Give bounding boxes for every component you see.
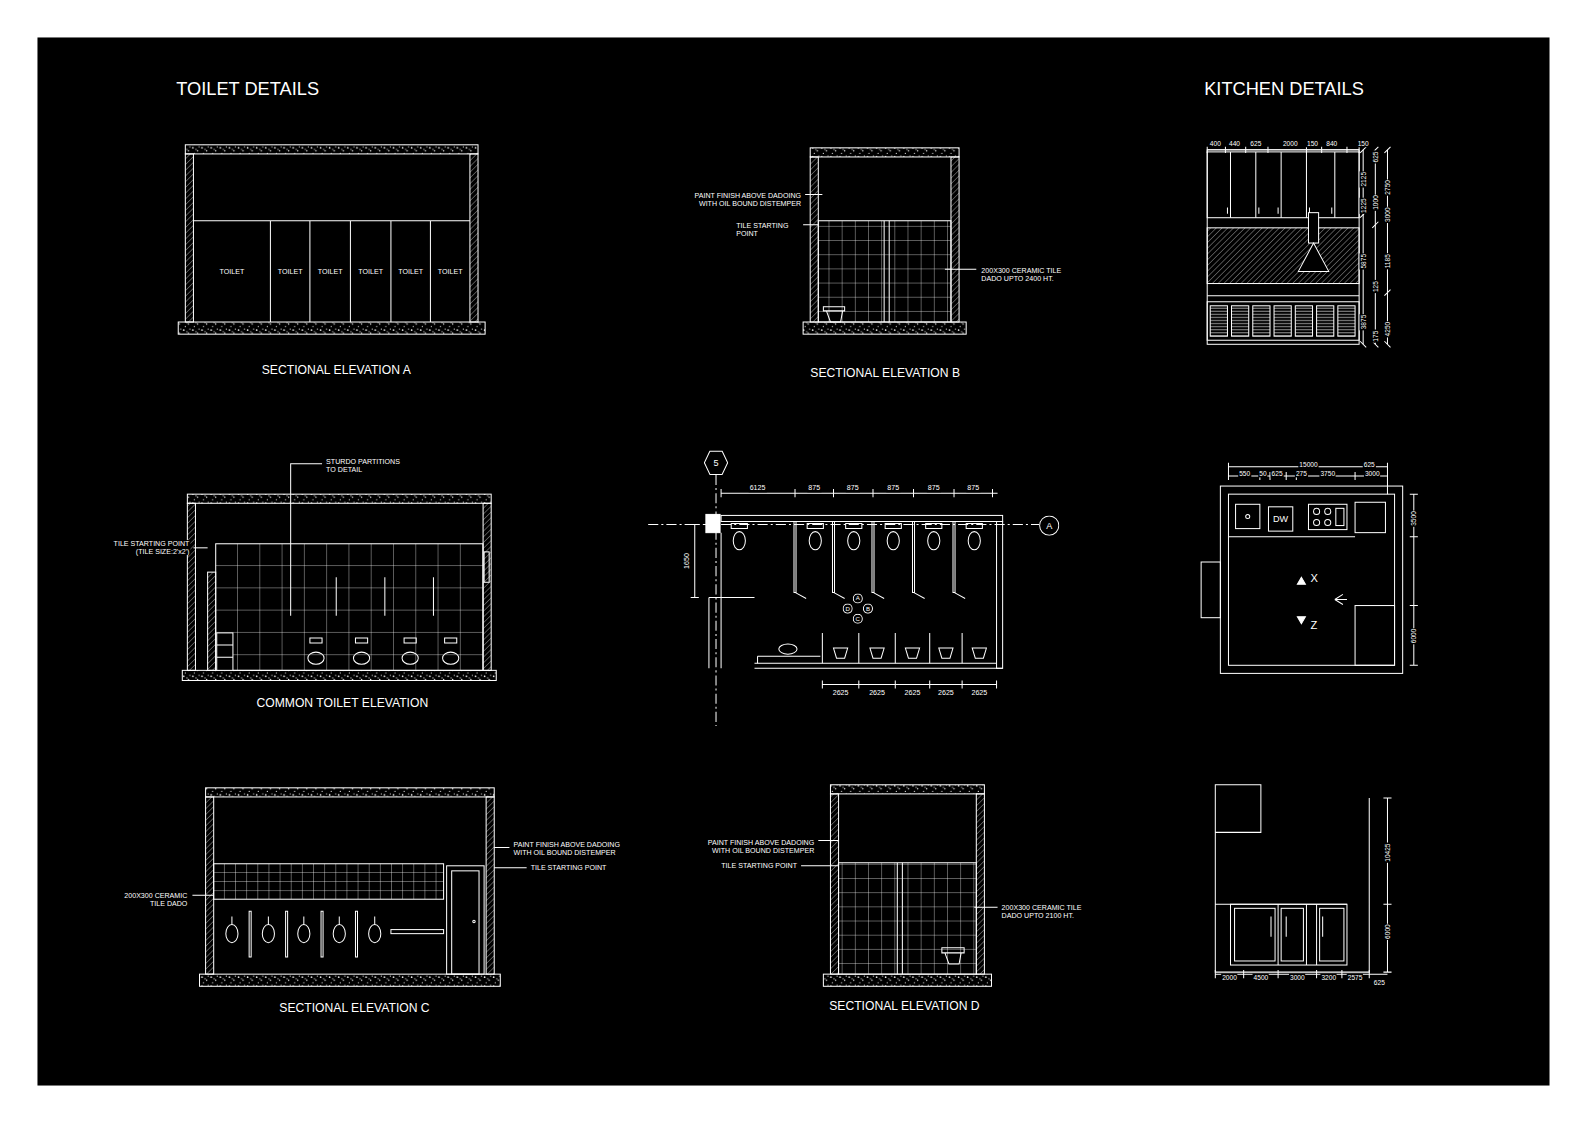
- toilet-cubicle: TOILET: [391, 221, 430, 322]
- dimension-text: 400: [1209, 140, 1222, 147]
- view-title: SECTIONAL ELEVATION D: [828, 1000, 980, 1013]
- dimension-text: 2000: [1221, 974, 1238, 981]
- dimension-text: 3000: [1384, 206, 1391, 223]
- node-text: 5: [713, 458, 718, 467]
- view-key-marker: A: [853, 593, 863, 603]
- toilet-cubicle: TOILET: [270, 221, 309, 322]
- dimension-text: 50: [1258, 470, 1267, 477]
- direction-marker: X: [1309, 572, 1318, 584]
- view-title: SECTIONAL ELEVATION C: [278, 1002, 430, 1015]
- view-title: SECTIONAL ELEVATION A: [261, 364, 412, 377]
- dimension-text: 2625: [937, 689, 955, 697]
- dimension-text: 3000: [1289, 974, 1306, 981]
- dimension-text: 840: [1325, 140, 1338, 147]
- view-key-marker: C: [853, 614, 863, 624]
- direction-marker: Z: [1309, 619, 1318, 631]
- dimension-text: 550: [1238, 470, 1251, 477]
- dimension-text: 2750: [1384, 179, 1391, 196]
- dimension-text: 2625: [832, 689, 850, 697]
- note-text: TILE STARTING POINT: [735, 222, 802, 238]
- dimension-text: 3750: [1319, 470, 1336, 477]
- note-text: TILE STARTING POINT (TILE SIZE:2'x2'): [103, 540, 190, 556]
- toilet-cubicle: TOILET: [310, 221, 351, 322]
- node-text: A: [1046, 521, 1052, 530]
- dimension-text: 2625: [868, 689, 886, 697]
- dimension-text: 5875: [1360, 253, 1367, 270]
- dimension-text: 275: [1295, 470, 1308, 477]
- node-text: TOILET: [358, 268, 383, 275]
- toilet-cubicle: TOILET: [350, 221, 391, 322]
- note-text: PAINT FINISH ABOVE DADOING WITH OIL BOUN…: [684, 192, 802, 208]
- dimension-text: 1185: [1384, 253, 1391, 269]
- dimension-text: 440: [1228, 140, 1241, 147]
- note-text: PAINT FINISH ABOVE DADOING WITH OIL BOUN…: [512, 841, 630, 857]
- dimension-text: 875: [966, 484, 980, 492]
- dimension-text: 4250: [1384, 321, 1391, 338]
- node-text: DW: [1273, 514, 1288, 523]
- dimension-text: 2000: [1282, 140, 1299, 147]
- dimension-text: 3500: [1410, 510, 1417, 527]
- sheet-heading: KITCHEN DETAILS: [1203, 80, 1365, 100]
- note-text: PAINT FINISH ABOVE DADOING WITH OIL BOUN…: [697, 839, 815, 855]
- dimension-text: 6000: [1384, 923, 1391, 940]
- note-text: TILE STARTING POINT: [720, 862, 798, 870]
- dimension-text: 150: [1357, 140, 1370, 147]
- view-key-marker: D: [843, 604, 853, 614]
- dishwasher-box: DW: [1268, 506, 1293, 531]
- dimension-text: 2575: [1347, 974, 1364, 981]
- toilet-cubicle: TOILET: [430, 221, 469, 322]
- dimension-text: 1000: [1372, 194, 1379, 211]
- note-text: 200X300 CERAMIC TILE DADO: [117, 891, 188, 907]
- node-text: TOILET: [438, 268, 463, 275]
- dimension-text: 2125: [1360, 171, 1367, 188]
- sheet-heading: TOILET DETAILS: [175, 80, 320, 100]
- node-text: TOILET: [318, 268, 343, 275]
- node-text: C: [856, 616, 860, 622]
- dimension-text: 3200: [1320, 974, 1337, 981]
- node-text: TOILET: [398, 268, 423, 275]
- dimension-text: 6000: [1410, 628, 1417, 645]
- view-title: SECTIONAL ELEVATION B: [809, 367, 961, 380]
- node-text: D: [845, 606, 849, 612]
- node-text: A: [856, 595, 860, 601]
- note-text: 200X300 CERAMIC TILE DADO UPTO 2100 HT.: [1001, 904, 1092, 920]
- view-key-marker: B: [863, 604, 873, 614]
- dimension-text: 4500: [1253, 974, 1270, 981]
- dimension-text: 625: [1373, 979, 1386, 986]
- dimension-text: 2625: [904, 689, 922, 697]
- dimension-text: 625: [1249, 140, 1262, 147]
- dimension-text: 10425: [1384, 842, 1391, 862]
- dimension-text: 1650: [683, 552, 691, 570]
- note-text: 200X300 CERAMIC TILE DADO UPTO 2400 HT.: [980, 267, 1071, 283]
- dimension-text: 625: [1271, 470, 1284, 477]
- dimension-text: 875: [886, 484, 900, 492]
- grid-bubble: 5: [704, 451, 728, 475]
- dimension-text: 150: [1306, 140, 1319, 147]
- node-text: B: [866, 606, 870, 612]
- node-text: TOILET: [278, 268, 303, 275]
- toilet-cubicle: TOILET: [193, 221, 270, 322]
- grid-bubble: A: [1039, 515, 1059, 535]
- dimension-text: 875: [927, 484, 941, 492]
- node-text: TOILET: [220, 268, 245, 275]
- dimension-text: 15000: [1298, 461, 1318, 468]
- dimension-text: 6125: [749, 484, 767, 492]
- note-text: TILE STARTING POINT: [530, 864, 608, 872]
- dimension-text: 875: [807, 484, 821, 492]
- dimension-text: 175: [1372, 330, 1379, 343]
- note-text: STURDO PARTITIONS TO DETAIL: [325, 458, 407, 474]
- dimension-text: 125: [1372, 280, 1379, 293]
- view-title: COMMON TOILET ELEVATION: [255, 697, 429, 710]
- dimension-text: 625: [1372, 150, 1379, 163]
- dimension-text: 625: [1363, 461, 1376, 468]
- dimension-text: 3000: [1364, 470, 1381, 477]
- dimension-text: 1225: [1360, 197, 1367, 214]
- dimension-text: 2625: [970, 689, 988, 697]
- dimension-text: 3875: [1360, 314, 1367, 331]
- dimension-text: 875: [846, 484, 860, 492]
